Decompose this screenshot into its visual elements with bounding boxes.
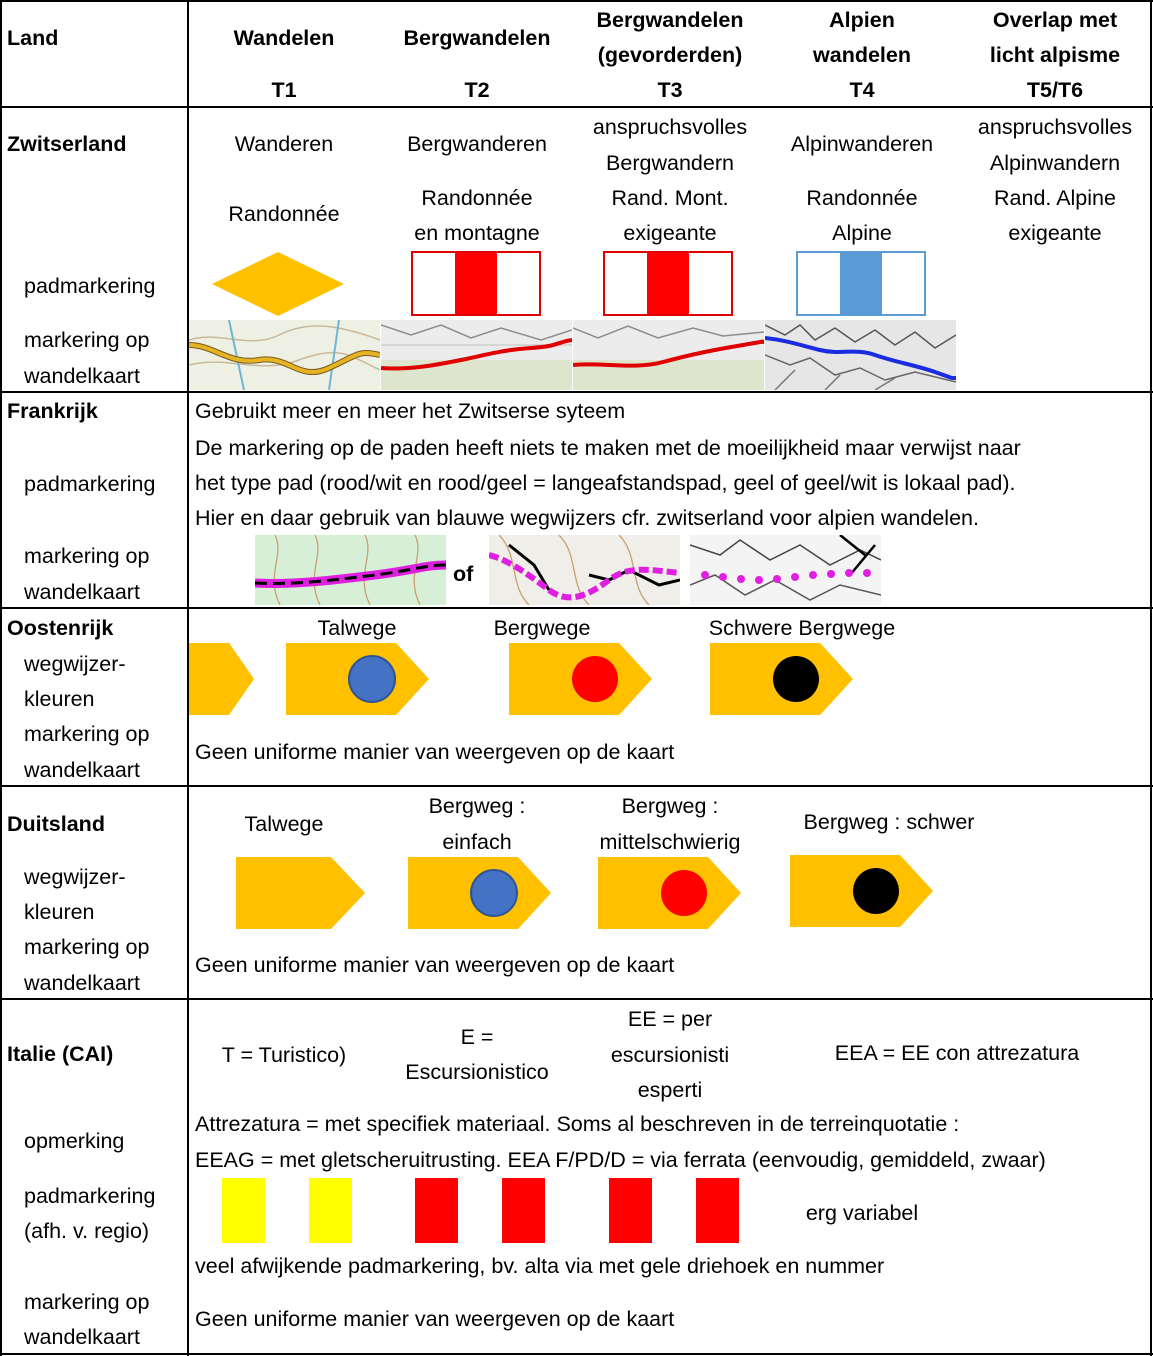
red-white-red-flag <box>415 1178 545 1243</box>
yellow-sign-arrow <box>236 857 365 929</box>
de-map-note: Geen uniforme manier van weergeven op de… <box>195 953 675 977</box>
yellow-white-yellow-flag <box>222 1178 352 1243</box>
red-white-red-flag <box>603 251 733 316</box>
label-markering-op: markering op <box>24 328 150 352</box>
yellow-sign-red-dot <box>509 643 652 715</box>
label-wandelkaart: wandelkaart <box>24 580 140 604</box>
border-oostenrijk <box>0 785 1153 787</box>
yellow-sign-black-dot <box>710 643 853 715</box>
label-markering-op: markering op <box>24 935 150 959</box>
country-duitsland: Duitsland <box>7 812 105 836</box>
country-oostenrijk: Oostenrijk <box>7 616 114 640</box>
it-map-note: Geen uniforme manier van weergeven op de… <box>195 1307 675 1331</box>
yellow-sign-black-dot <box>790 855 933 927</box>
header-land: Land <box>7 26 59 50</box>
border-duitsland <box>0 998 1153 1000</box>
it-t-turistico: T = Turistico) <box>221 1043 347 1067</box>
yellow-sign-blue-dot <box>286 643 429 715</box>
map-snippet-red-trail <box>573 320 764 390</box>
yellow-diamond-marker <box>212 252 344 316</box>
border-zwitserland <box>0 391 1153 393</box>
country-frankrijk: Frankrijk <box>7 399 98 423</box>
border-right <box>1150 0 1152 1356</box>
border-frankrijk <box>0 607 1153 609</box>
yellow-sign-red-dot <box>598 857 741 929</box>
label-wandelkaart: wandelkaart <box>24 1325 140 1349</box>
label-wegwijzer: wegwijzer- <box>24 865 126 889</box>
label-padmarkering: padmarkering <box>24 1184 156 1208</box>
map-snippet-magenta-dotted-trail <box>690 535 881 605</box>
it-eea-attrezatura: EEA = EE con attrezatura <box>834 1041 1080 1065</box>
border-col-divider <box>187 0 189 1356</box>
country-zwitserland: Zwitserland <box>7 132 127 156</box>
map-snippet-magenta-trail <box>489 535 680 605</box>
map-snippet-magenta-dashed-trail <box>255 535 446 605</box>
sign-label-bergwege: Bergwege <box>493 616 591 640</box>
label-wandelkaart: wandelkaart <box>24 971 140 995</box>
sign-label-schwere-bergwege: Schwere Bergwege <box>708 616 896 640</box>
it-afwijkend: veel afwijkende padmarkering, bv. alta v… <box>195 1254 885 1278</box>
yellow-sign-blue-dot <box>408 857 551 929</box>
label-wandelkaart: wandelkaart <box>24 758 140 782</box>
border-top <box>0 0 1153 2</box>
label-markering-op: markering op <box>24 722 150 746</box>
label-opmerking: opmerking <box>24 1129 125 1153</box>
border-left <box>0 0 2 1356</box>
label-markering-op: markering op <box>24 544 150 568</box>
at-map-note: Geen uniforme manier van weergeven op de… <box>195 740 675 764</box>
blue-white-blue-flag <box>796 251 926 316</box>
map-snippet-blue-trail <box>765 320 956 390</box>
of-label: of <box>453 562 474 586</box>
label-kleuren: kleuren <box>24 687 95 711</box>
yellow-sign-arrow <box>189 643 254 715</box>
sign-label-talwege: Talwege <box>317 616 397 640</box>
country-italie: Italie (CAI) <box>7 1042 114 1066</box>
it-erg-variabel: erg variabel <box>805 1201 919 1225</box>
label-padmarkering: padmarkering <box>24 472 156 496</box>
map-snippet-yellow-trail <box>189 320 380 390</box>
border-header <box>0 106 1153 108</box>
red-white-red-flag <box>411 251 541 316</box>
label-afh-v-regio: (afh. v. regio) <box>24 1219 150 1243</box>
sign-label-talwege: Talwege <box>244 812 324 836</box>
border-bottom <box>0 1353 1153 1355</box>
label-wandelkaart: wandelkaart <box>24 364 140 388</box>
sign-label-bergweg-schwer: Bergweg : schwer <box>803 810 975 834</box>
label-kleuren: kleuren <box>24 900 95 924</box>
map-snippet-red-trail <box>381 320 572 390</box>
label-markering-op: markering op <box>24 1290 150 1314</box>
label-padmarkering: padmarkering <box>24 274 156 298</box>
red-white-red-flag <box>609 1178 739 1243</box>
label-wegwijzer: wegwijzer- <box>24 652 126 676</box>
